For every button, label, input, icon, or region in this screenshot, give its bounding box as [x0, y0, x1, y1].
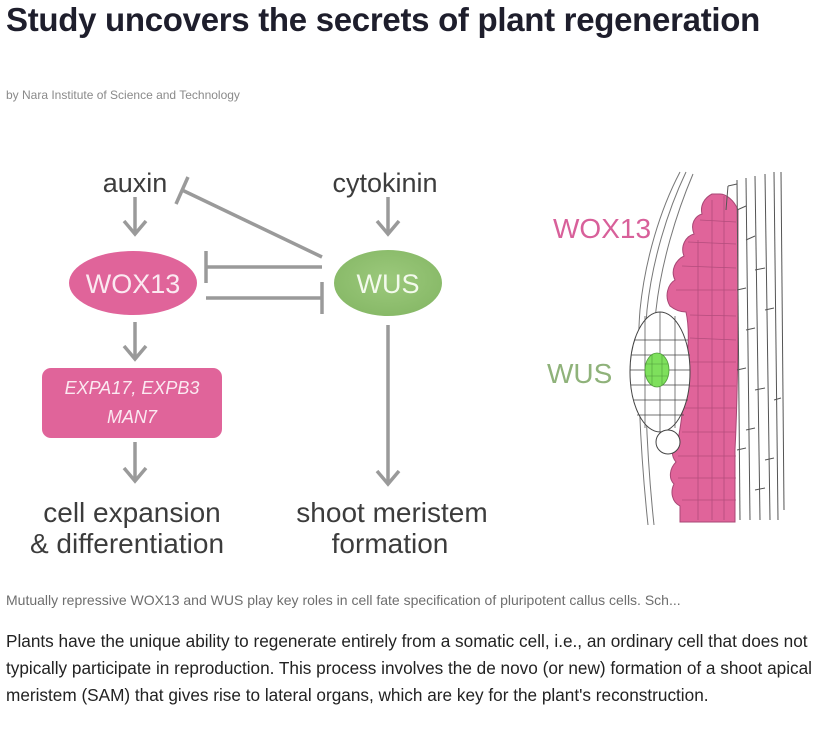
- outcome-left-line2: & differentiation: [30, 528, 224, 559]
- node-targets: EXPA17, EXPB3 MAN7: [42, 368, 222, 438]
- node-wus: WUS: [334, 250, 442, 316]
- node-auxin: auxin: [103, 168, 168, 198]
- figure-caption[interactable]: Mutually repressive WOX13 and WUS play k…: [6, 592, 681, 608]
- wus-cell-walls: [646, 354, 668, 386]
- arrow-cytokinin-to-wus: [375, 197, 401, 237]
- node-wus-label: WUS: [357, 269, 420, 299]
- node-cytokinin: cytokinin: [332, 168, 437, 198]
- arrow-targets-to-cell-expansion: [122, 442, 148, 484]
- outcome-right-line2: formation: [332, 528, 449, 559]
- article-paragraph: Plants have the unique ability to regene…: [6, 631, 812, 705]
- arrow-wox13-to-targets: [122, 322, 148, 362]
- inhibit-wus-to-wox13: [204, 251, 322, 283]
- arrow-wus-to-shoot-meristem: [375, 325, 401, 487]
- illustration-label-wox13: WOX13: [553, 213, 651, 244]
- node-targets-line1: EXPA17, EXPB3: [65, 378, 200, 398]
- callus-illustration: WOX13 WUS: [547, 171, 785, 526]
- article-byline[interactable]: by Nara Institute of Science and Technol…: [6, 88, 240, 102]
- illustration-label-wus: WUS: [547, 358, 612, 389]
- elongated-cells: [725, 171, 785, 521]
- lower-white-cell: [655, 429, 681, 455]
- regulatory-diagram: auxin cytokinin WOX13 WUS EXPA17, EXPB3 …: [30, 168, 785, 559]
- node-wox13-label: WOX13: [86, 269, 181, 299]
- arrow-auxin-to-wox13: [122, 197, 148, 237]
- outcome-left-line1: cell expansion: [43, 497, 220, 528]
- outcome-right-line1: shoot meristem: [296, 497, 487, 528]
- wox13-cell-walls: [676, 196, 737, 520]
- inhibit-wus-to-auxin: [174, 176, 323, 259]
- inhibit-wox13-to-wus: [206, 282, 324, 314]
- node-wox13: WOX13: [69, 251, 197, 315]
- node-targets-line2: MAN7: [107, 407, 158, 427]
- wus-expression-region: [644, 352, 670, 388]
- article-title: Study uncovers the secrets of plant rege…: [6, 1, 760, 38]
- article-figure[interactable]: auxin cytokinin WOX13 WUS EXPA17, EXPB3 …: [0, 150, 816, 570]
